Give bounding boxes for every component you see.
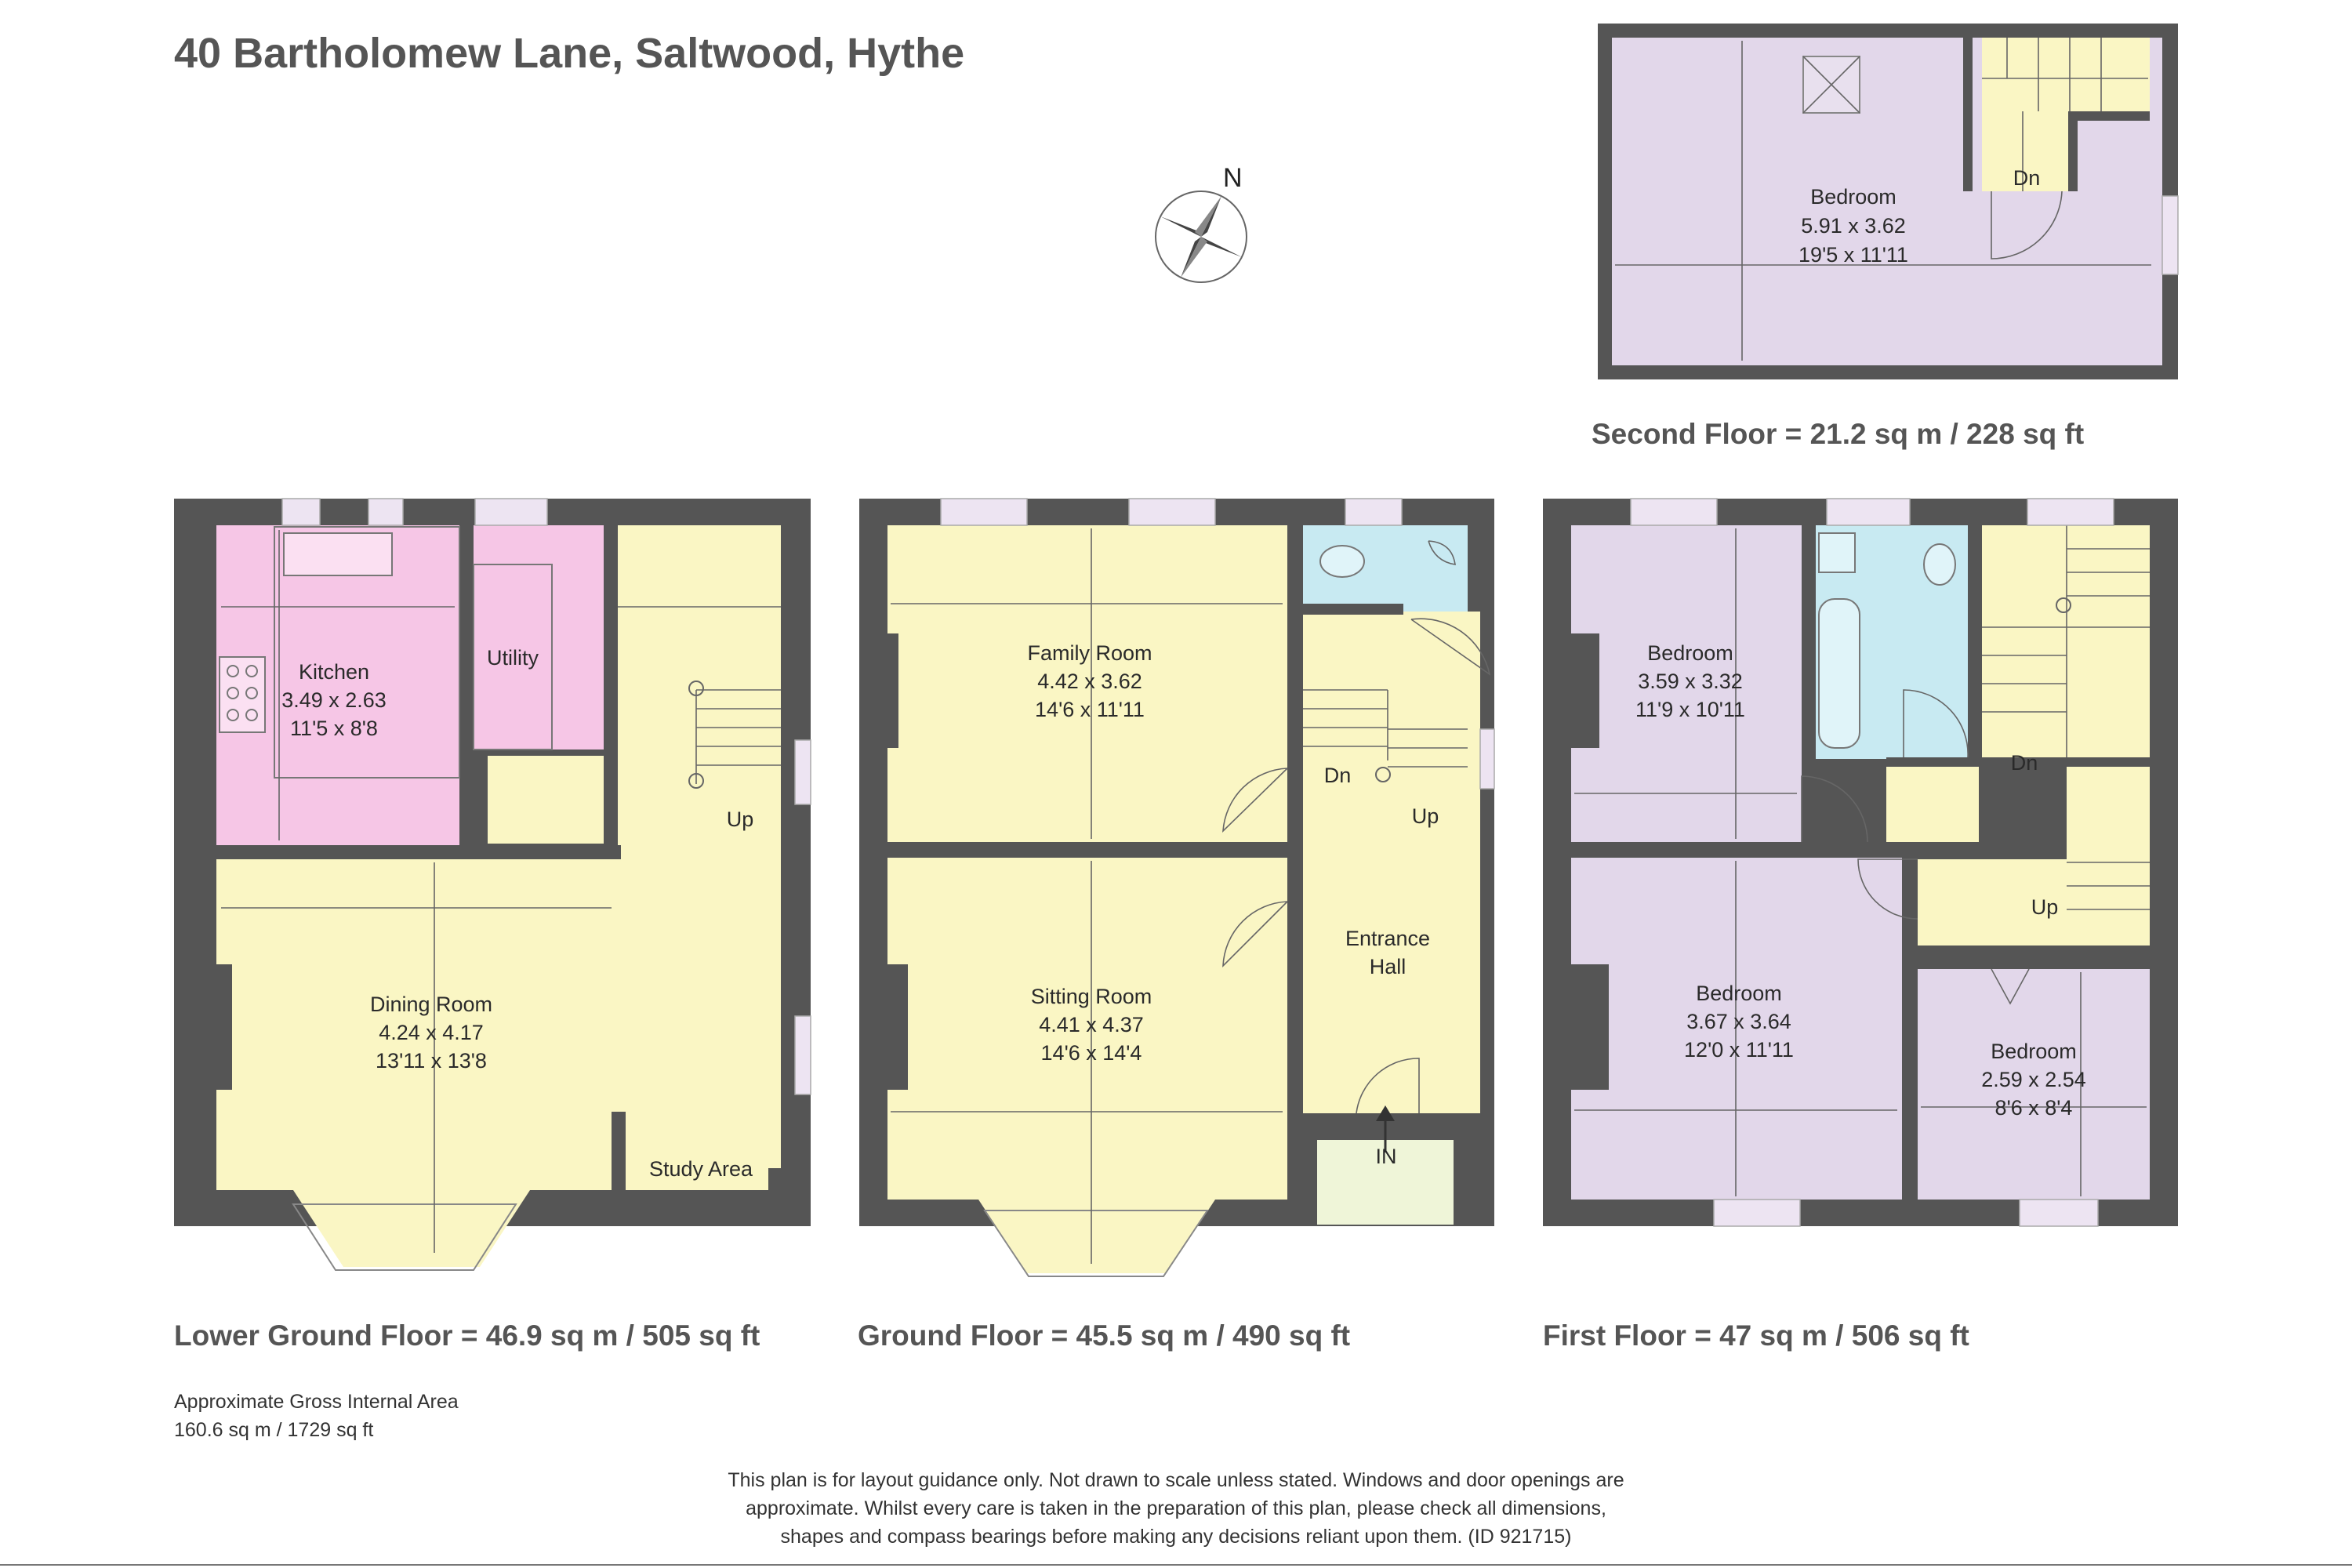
second-floor-bedroom-imperial: 19'5 x 11'11 [1798, 243, 1908, 267]
study-area-name: Study Area [649, 1157, 753, 1181]
second-floor-plan: Bedroom 5.91 x 3.62 19'5 x 11'11 Dn [1598, 24, 2179, 379]
second-floor-area-label: Second Floor = 21.2 sq m / 228 sq ft [1592, 418, 2084, 450]
first-floor-bedroom3-imperial: 8'6 x 8'4 [1995, 1096, 2073, 1120]
sitting-room-imperial: 14'6 x 14'4 [1041, 1041, 1142, 1065]
lower-ground-floor-plan: Kitchen 3.49 x 2.63 11'5 x 8'8 Utility D… [174, 498, 811, 1271]
disclaimer-line3: shapes and compass bearings before makin… [781, 1526, 1572, 1548]
ground-floor-plan: Family Room 4.42 x 3.62 14'6 x 11'11 Sit… [859, 498, 1495, 1277]
disclaimer-line2: approximate. Whilst every care is taken … [746, 1497, 1606, 1519]
kitchen-name: Kitchen [299, 660, 369, 684]
kitchen-imperial: 11'5 x 8'8 [290, 717, 378, 740]
utility-name: Utility [487, 646, 539, 670]
first-floor-bedroom1-metric: 3.59 x 3.32 [1638, 670, 1743, 693]
second-floor-bedroom-name: Bedroom [1810, 185, 1896, 209]
ground-stair-down-label: Dn [1324, 764, 1352, 787]
entrance-hall-name-line2: Hall [1370, 955, 1406, 978]
first-floor-bedroom3-metric: 2.59 x 2.54 [1981, 1068, 2086, 1091]
family-room-metric: 4.42 x 3.62 [1037, 670, 1142, 693]
second-floor-bedroom-metric: 5.91 x 3.62 [1801, 214, 1906, 238]
gross-area-line1: Approximate Gross Internal Area [174, 1391, 459, 1413]
family-room-name: Family Room [1027, 641, 1152, 665]
gross-area-line2: 160.6 sq m / 1729 sq ft [174, 1419, 373, 1441]
sitting-room-metric: 4.41 x 4.37 [1039, 1013, 1144, 1036]
first-floor-bedroom2-name: Bedroom [1696, 982, 1782, 1005]
compass-icon: N [1155, 163, 1247, 283]
first-floor-stair-up-label: Up [2031, 895, 2059, 919]
compass-north-label: N [1223, 163, 1243, 193]
kitchen-metric: 3.49 x 2.63 [281, 688, 387, 712]
disclaimer-line1: This plan is for layout guidance only. N… [728, 1469, 1624, 1491]
ground-stair-up-label: Up [1412, 804, 1439, 828]
first-floor-bedroom2-imperial: 12'0 x 11'11 [1684, 1038, 1794, 1062]
lower-ground-floor-area-label: Lower Ground Floor = 46.9 sq m / 505 sq … [174, 1319, 760, 1352]
first-floor-bedroom1-name: Bedroom [1647, 641, 1733, 665]
family-room-imperial: 14'6 x 11'11 [1035, 698, 1145, 721]
first-floor-bedroom3-name: Bedroom [1991, 1040, 2077, 1063]
entry-label: IN [1376, 1145, 1397, 1168]
sitting-room-name: Sitting Room [1031, 985, 1152, 1008]
lower-ground-stair-label: Up [727, 808, 754, 831]
first-floor-bedroom1-imperial: 11'9 x 10'11 [1635, 698, 1745, 721]
first-floor-plan: Bedroom 3.59 x 3.32 11'9 x 10'11 Bedroom… [1543, 498, 2178, 1227]
dining-room-name: Dining Room [370, 993, 492, 1016]
second-floor-stair-label: Dn [2013, 166, 2041, 190]
dining-room-metric: 4.24 x 4.17 [379, 1021, 484, 1044]
dining-room-imperial: 13'11 x 13'8 [376, 1049, 487, 1073]
first-floor-area-label: First Floor = 47 sq m / 506 sq ft [1543, 1319, 1969, 1352]
first-floor-bedroom2-metric: 3.67 x 3.64 [1686, 1010, 1791, 1033]
first-floor-stair-down-label: Dn [2011, 751, 2038, 775]
page-title: 40 Bartholomew Lane, Saltwood, Hythe [174, 30, 964, 77]
entrance-hall-name-line1: Entrance [1345, 927, 1430, 950]
ground-floor-area-label: Ground Floor = 45.5 sq m / 490 sq ft [858, 1319, 1350, 1352]
